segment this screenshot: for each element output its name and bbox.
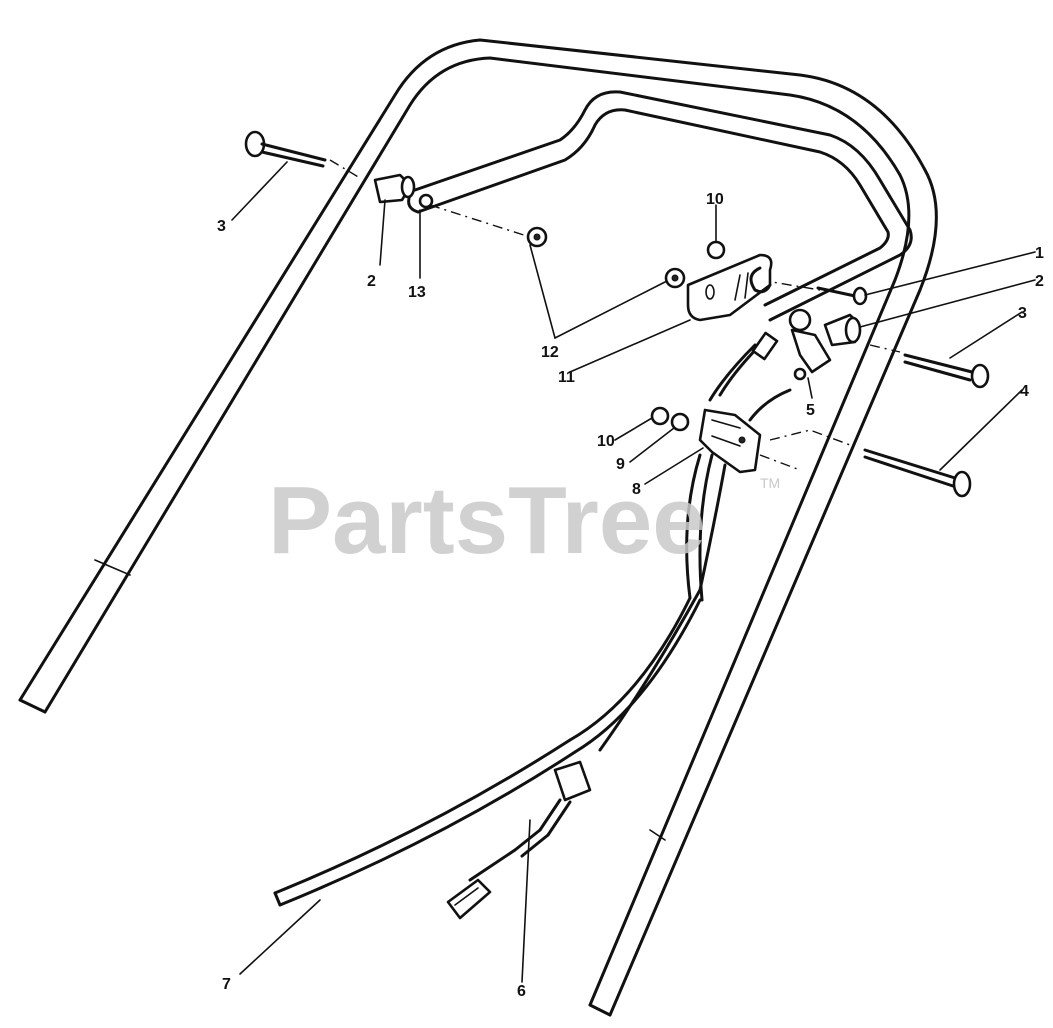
- watermark-trademark: TM: [760, 475, 780, 491]
- callout-4: 4: [1020, 383, 1029, 400]
- callout-3-left: 3: [217, 218, 226, 235]
- screw-1: [816, 286, 868, 306]
- callout-13: 13: [408, 284, 426, 301]
- callout-10-bottom: 10: [597, 433, 615, 450]
- callout-1: 1: [1035, 245, 1044, 262]
- cable-conduit: [273, 331, 792, 907]
- bolt-right-3: [903, 353, 990, 389]
- watermark-text: PartsTree: [268, 467, 706, 574]
- callout-labels: 3 2 13 10 12 11 1 2 3 4 5 10 9 8 7 6: [217, 191, 1044, 1000]
- spacer-right: [823, 313, 862, 347]
- handle-tube: [18, 38, 938, 1017]
- spacer-left: [373, 173, 416, 204]
- callout-9: 9: [616, 456, 625, 473]
- callout-12: 12: [541, 344, 559, 361]
- cable-clamp-8: [698, 408, 762, 474]
- callout-2-right: 2: [1035, 273, 1044, 290]
- washer-9: [670, 412, 690, 432]
- callout-10-top: 10: [706, 191, 724, 208]
- callout-11: 11: [558, 369, 575, 386]
- leader-lines: [231, 161, 1036, 983]
- watermark: PartsTree TM: [268, 467, 780, 574]
- callout-6: 6: [517, 983, 526, 1000]
- bolt-right-4: [863, 448, 972, 498]
- callout-7: 7: [222, 976, 231, 993]
- lever-5: [788, 308, 832, 381]
- bail-pivot-hole: [418, 193, 434, 209]
- bolt-left: [244, 130, 327, 168]
- bracket-plate: [686, 253, 773, 322]
- control-bail: [407, 90, 913, 322]
- callout-3-right: 3: [1018, 305, 1027, 322]
- nut-10-bottom: [650, 406, 670, 426]
- nut-12-bottom: [664, 267, 686, 289]
- cable-end-fitting-6: [446, 760, 592, 920]
- nut-10-top: [706, 240, 726, 260]
- callout-2-left: 2: [367, 273, 376, 290]
- callout-5: 5: [806, 402, 815, 419]
- assembly-lines: [329, 159, 901, 471]
- callout-8: 8: [632, 481, 641, 498]
- nut-12-top: [526, 226, 548, 248]
